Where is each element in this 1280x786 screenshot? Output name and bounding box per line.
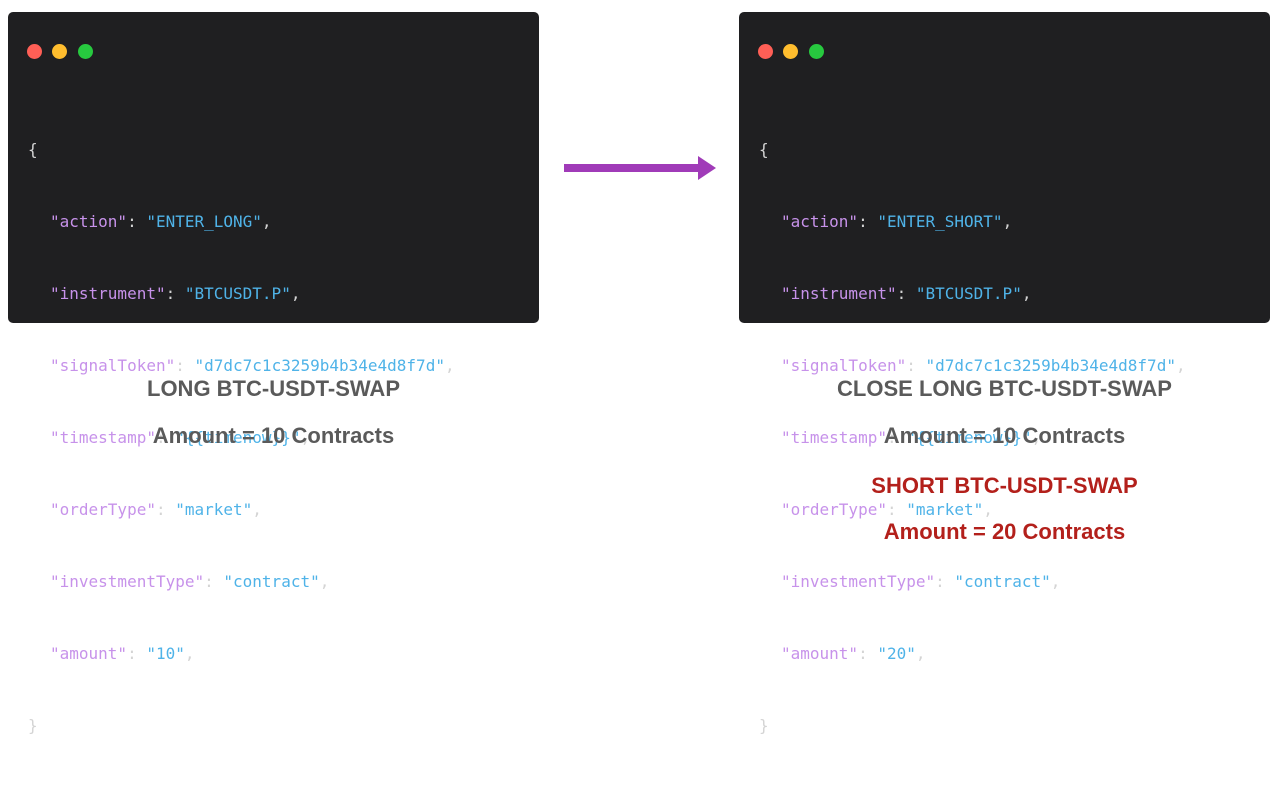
code-line: "investmentType": "contract",	[781, 572, 1061, 591]
right-code-window: { "action": "ENTER_SHORT", "instrument":…	[739, 12, 1270, 735]
json-key: "timestamp"	[781, 428, 887, 447]
code-line: "instrument": "BTCUSDT.P",	[781, 284, 1032, 303]
json-key: "signalToken"	[781, 356, 907, 375]
json-key: "action"	[781, 212, 859, 231]
arrow-right-icon	[564, 156, 716, 180]
json-key: "signalToken"	[50, 356, 176, 375]
code-line: "orderType": "market",	[50, 500, 262, 519]
code-line: "signalToken": "d7dc7c1c3259b4b34e4d8f7d…	[50, 356, 455, 375]
maximize-dot-icon	[809, 44, 824, 59]
json-key: "orderType"	[50, 500, 156, 519]
json-value: "{{timenow}}"	[175, 428, 301, 447]
json-value: "market"	[906, 500, 984, 519]
right-short-caption: SHORT BTC-USDT-SWAP	[871, 473, 1138, 498]
json-key: "investmentType"	[781, 572, 936, 591]
code-line: "instrument": "BTCUSDT.P",	[50, 284, 301, 303]
left-code-window: { "action": "ENTER_LONG", "instrument": …	[8, 12, 539, 735]
close-brace: }	[28, 716, 38, 735]
code-line: "investmentType": "contract",	[50, 572, 330, 591]
json-value: "contract"	[954, 572, 1051, 591]
json-value: "contract"	[223, 572, 320, 591]
json-value: "d7dc7c1c3259b4b34e4d8f7d"	[194, 356, 445, 375]
code-line: "timestamp": "{{timenow}}",	[781, 428, 1042, 447]
json-value: "20"	[877, 644, 916, 663]
json-value: "market"	[175, 500, 253, 519]
right-close-caption: CLOSE LONG BTC-USDT-SWAP	[837, 376, 1172, 401]
code-line: "amount": "10",	[50, 644, 195, 663]
code-line: "amount": "20",	[781, 644, 926, 663]
close-dot-icon	[758, 44, 773, 59]
right-short-amount-caption: Amount = 20 Contracts	[883, 519, 1126, 544]
json-key: "action"	[50, 212, 128, 231]
json-key: "instrument"	[781, 284, 897, 303]
json-key: "amount"	[50, 644, 128, 663]
left-action-caption: LONG BTC-USDT-SWAP	[147, 376, 400, 401]
maximize-dot-icon	[78, 44, 93, 59]
code-line: "orderType": "market",	[781, 500, 993, 519]
code-line: "signalToken": "d7dc7c1c3259b4b34e4d8f7d…	[781, 356, 1186, 375]
json-value: "ENTER_SHORT"	[877, 212, 1003, 231]
json-value: "BTCUSDT.P"	[915, 284, 1022, 303]
json-value: "10"	[146, 644, 185, 663]
json-key: "instrument"	[50, 284, 166, 303]
json-key: "orderType"	[781, 500, 887, 519]
json-key: "amount"	[781, 644, 859, 663]
json-value: "BTCUSDT.P"	[184, 284, 291, 303]
code-line: "action": "ENTER_SHORT",	[781, 212, 1013, 231]
json-code-block: { "action": "ENTER_LONG", "instrument": …	[28, 90, 455, 786]
left-amount-caption: Amount = 10 Contracts	[152, 423, 395, 448]
open-brace: {	[759, 140, 769, 159]
code-line: "timestamp": "{{timenow}}",	[50, 428, 311, 447]
json-value: "d7dc7c1c3259b4b34e4d8f7d"	[925, 356, 1176, 375]
code-line: "action": "ENTER_LONG",	[50, 212, 272, 231]
minimize-dot-icon	[52, 44, 67, 59]
minimize-dot-icon	[783, 44, 798, 59]
close-brace: }	[759, 716, 769, 735]
json-value: "ENTER_LONG"	[146, 212, 262, 231]
json-value: "{{timenow}}"	[906, 428, 1032, 447]
open-brace: {	[28, 140, 38, 159]
json-key: "investmentType"	[50, 572, 205, 591]
right-close-amount-caption: Amount = 10 Contracts	[883, 423, 1126, 448]
json-key: "timestamp"	[50, 428, 156, 447]
close-dot-icon	[27, 44, 42, 59]
